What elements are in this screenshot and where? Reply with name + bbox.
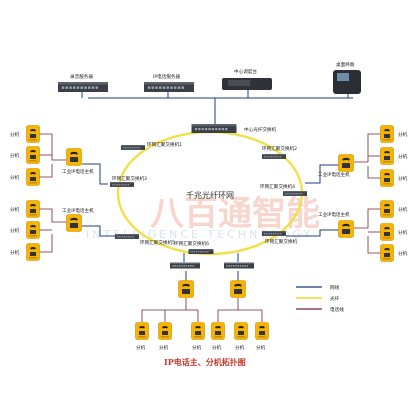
host-bottom-right (230, 280, 246, 298)
ring-switch-3: 环网汇聚交换机3 (110, 175, 147, 187)
host-left-top: 工业IP电话主机 (62, 148, 94, 175)
ring-switch-2-label: 环网汇聚交换机2 (262, 145, 297, 152)
watermark-en: INTELLIGENCE TECHNOLOGY (86, 228, 313, 241)
ring-switch-7-label: 环网汇聚交换机 (265, 238, 298, 245)
dispatch-console: 中心调度台 (222, 68, 272, 90)
host-label: 工业IP电话主机 (318, 211, 350, 218)
ring-switch-4: 环网汇聚交换机4 (260, 183, 307, 196)
ext-label: 分机 (10, 152, 20, 159)
core-switch: 中心光纤交换机 (191, 124, 277, 133)
ext-label: 分机 (398, 250, 408, 257)
dispatch-console-label: 中心调度台 (234, 68, 257, 75)
record-server-label: 录音服务器 (70, 73, 93, 80)
desk-terminal-label: 桌面终端 (336, 61, 355, 68)
ring-label: 千兆光纤环网 (186, 190, 234, 200)
legend-fiber: 光纤 (330, 295, 340, 302)
legend: 网线 光纤 电话线 (296, 284, 344, 313)
ext-label: 分机 (398, 153, 408, 160)
ext-label: 分机 (212, 344, 222, 351)
core-switch-label: 中心光纤交换机 (244, 126, 277, 133)
ext-label: 分机 (256, 344, 266, 351)
ip-phone-server: IP电话服务器 (144, 73, 194, 92)
ext-label: 分机 (398, 175, 408, 182)
host-left-bot: 工业IP电话主机 (62, 207, 94, 232)
host-label: 工业IP电话主机 (62, 168, 94, 175)
host-right-bot: 工业IP电话主机 (318, 211, 354, 238)
host-right-top: 工业IP电话主机 (318, 154, 354, 178)
host-label: 工业IP电话主机 (62, 207, 94, 214)
ring-switch-5-label: 环网汇聚交换机5 (140, 239, 175, 246)
record-server: 录音服务器 (58, 73, 108, 92)
ext-label: 分机 (10, 249, 20, 256)
ext-label: 分机 (398, 206, 408, 213)
legend-network: 网线 (330, 284, 340, 291)
ext-label: 分机 (10, 227, 20, 234)
ring-switch-6-label: 环网汇聚交换机6 (174, 240, 209, 247)
ext-label: 分机 (10, 174, 20, 181)
ext-label: 分机 (235, 344, 245, 351)
ext-label: 分机 (398, 229, 408, 236)
ring-switch-3-label: 环网汇聚交换机3 (112, 175, 147, 182)
ext-label: 分机 (10, 206, 20, 213)
ring-switch-7: 环网汇聚交换机 (262, 231, 298, 245)
ring-switch-1: 环网汇聚交换机1 (121, 141, 182, 150)
ext-label: 分机 (159, 344, 169, 351)
desk-terminal: 桌面终端 (333, 61, 361, 94)
ring-switch-6: 环网汇聚交换机6 (174, 240, 214, 254)
diagram-caption: IP电话主、分机拓扑图 (164, 357, 246, 367)
watermark-cn: 八百通智能 (150, 194, 320, 234)
ring-switch-5: 环网汇聚交换机5 (115, 234, 175, 246)
host-bottom-left (178, 280, 194, 298)
ext-label: 分机 (398, 131, 408, 138)
phone-lines (38, 133, 381, 322)
ring-switches: 环网汇聚交换机1 环网汇聚交换机2 环网汇聚交换机3 环网汇聚交换机4 环网汇聚… (110, 141, 307, 254)
network-lines (81, 90, 353, 290)
ext-label: 分机 (136, 344, 146, 351)
extension-labels: 分机 分机 分机 分机 分机 分机 分机 分机 分机 分机 分机 分机 分机 分… (10, 131, 408, 351)
ext-label: 分机 (192, 344, 202, 351)
ext-label: 分机 (10, 131, 20, 138)
server-row: 录音服务器 IP电话服务器 中心调度台 桌面终端 (58, 61, 361, 94)
ring-switch-2: 环网汇聚交换机2 (262, 145, 297, 159)
ring-switch-4-label: 环网汇聚交换机4 (260, 183, 295, 190)
ring-switch-1-label: 环网汇聚交换机1 (147, 141, 182, 148)
ip-phone-server-label: IP电话服务器 (153, 73, 181, 80)
host-label: 工业IP电话主机 (318, 171, 350, 178)
bottom-switches (170, 262, 254, 269)
watermark: 八百通智能 INTELLIGENCE TECHNOLOGY (86, 194, 320, 241)
legend-phone: 电话线 (330, 306, 344, 313)
